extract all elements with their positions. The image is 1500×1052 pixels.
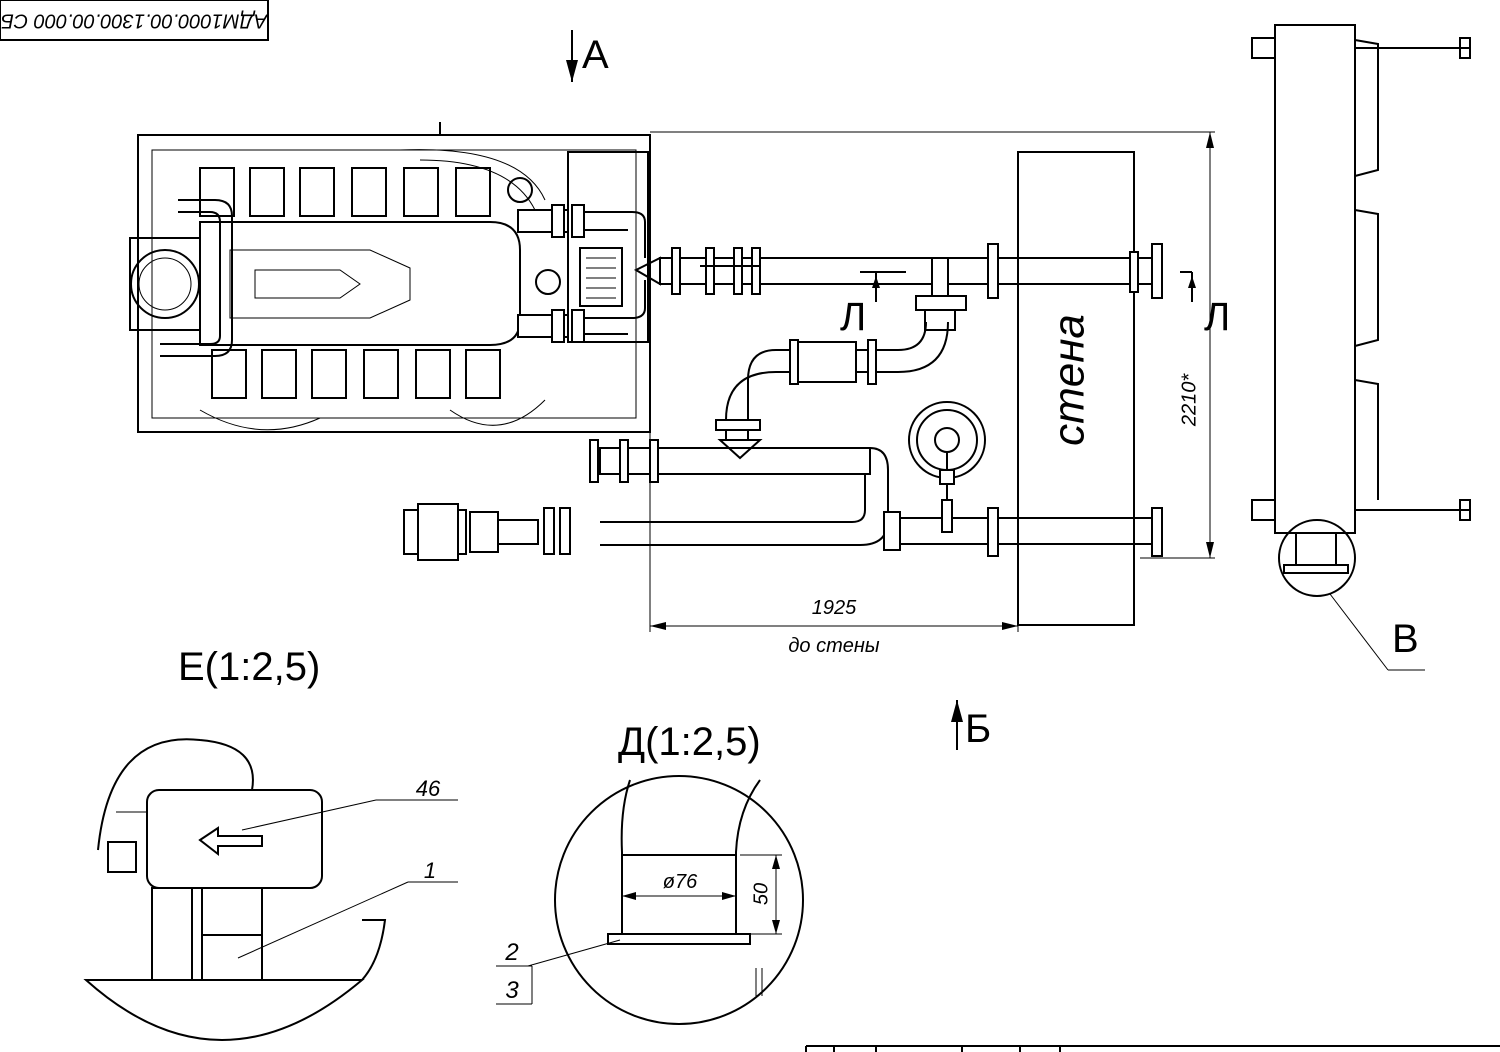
dim-50: 50 bbox=[750, 883, 772, 905]
dim-width-note: до стены bbox=[788, 635, 880, 657]
title-block-edge bbox=[805, 1045, 1500, 1052]
leader-46: 46 bbox=[416, 776, 441, 801]
pressure-gauge bbox=[908, 401, 986, 533]
dim-d76: ø76 bbox=[663, 871, 698, 893]
dim-width-text: 1925 bbox=[812, 597, 857, 619]
side-view: В bbox=[1251, 24, 1471, 671]
leader-2: 2 bbox=[504, 939, 518, 966]
leader-3: 3 bbox=[505, 977, 519, 1004]
dim-height: 2210* bbox=[1178, 132, 1214, 558]
section-markers: Л Л bbox=[840, 271, 1230, 339]
upper-pipeline bbox=[633, 243, 1163, 331]
wall-label: стена bbox=[1045, 314, 1094, 446]
view-b-label: Б bbox=[965, 707, 991, 751]
view-arrow-b: Б bbox=[951, 700, 991, 751]
section-l-left: Л bbox=[840, 295, 866, 339]
detail-e: Е(1:2,5) 46 1 bbox=[83, 645, 458, 1041]
section-l-right: Л bbox=[1204, 295, 1230, 339]
view-v-label: В bbox=[1392, 617, 1419, 661]
extension-lines bbox=[649, 131, 1215, 632]
leader-1: 1 bbox=[424, 858, 436, 883]
dim-height-text: 2210* bbox=[1178, 373, 1200, 427]
lower-pipeline bbox=[403, 439, 1163, 561]
engine-assembly bbox=[129, 122, 651, 433]
wall: стена bbox=[1017, 151, 1135, 626]
detail-e-title: Е(1:2,5) bbox=[178, 645, 320, 689]
dim-width: 1925 до стены bbox=[650, 597, 1018, 657]
view-arrow-a: А bbox=[566, 30, 609, 82]
detail-d-title: Д(1:2,5) bbox=[618, 720, 761, 764]
middle-pipeline bbox=[715, 321, 949, 460]
doc-code-text: АДМ1000.00.1300.00.000 СБ bbox=[1, 10, 268, 32]
detail-d: Д(1:2,5) ø76 50 2 3 bbox=[496, 720, 804, 1025]
view-a-label: А bbox=[582, 33, 609, 77]
doc-code-stamp: АДМ1000.00.1300.00.000 СБ bbox=[0, 0, 269, 41]
